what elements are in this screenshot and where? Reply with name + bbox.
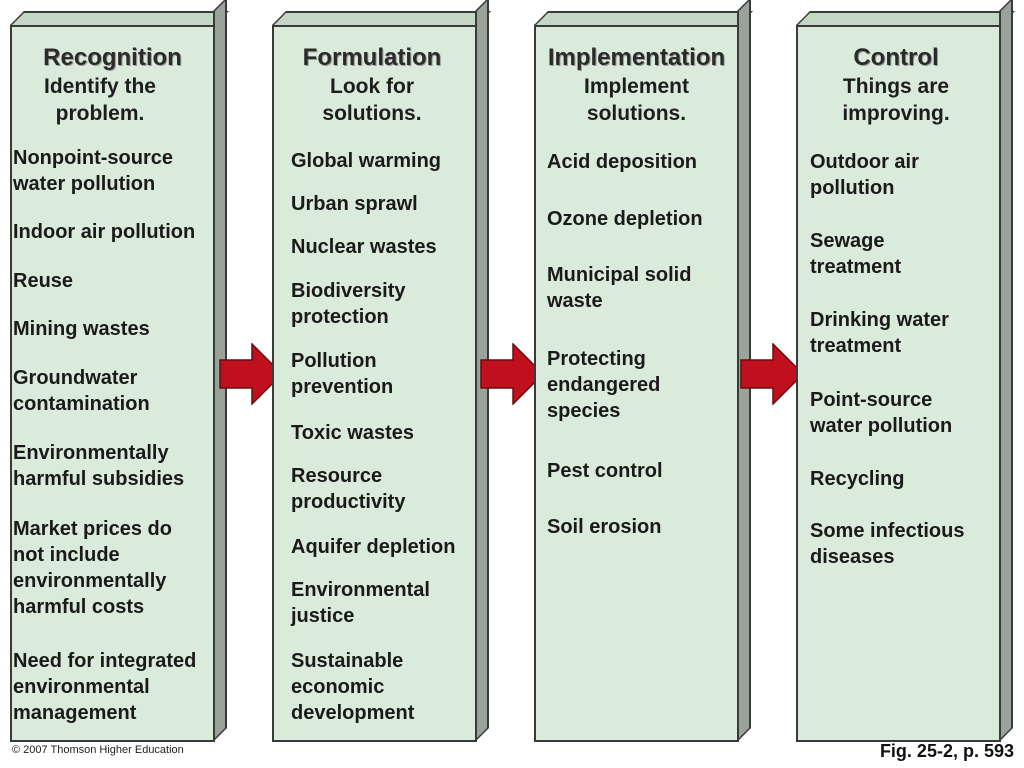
implementation-item: Ozone depletion bbox=[547, 208, 703, 230]
column-subtitle-control: Things are improving. bbox=[842, 75, 950, 125]
implementation-item: Soil erosion bbox=[547, 516, 662, 538]
formulation-item: Urban sprawl bbox=[291, 193, 418, 215]
formulation-item: Resource productivity bbox=[291, 465, 406, 513]
formulation-item: Toxic wastes bbox=[291, 422, 415, 444]
recognition-item: Market prices do not include environment… bbox=[13, 518, 172, 618]
column-control bbox=[796, 25, 1001, 742]
column-top-control bbox=[796, 11, 1015, 25]
control-item: Sewage treatment bbox=[810, 230, 902, 278]
column-recognition bbox=[10, 25, 215, 742]
control-item: Outdoor air pollution bbox=[810, 151, 919, 199]
implementation-item: Municipal solid waste bbox=[547, 264, 692, 312]
column-implementation bbox=[534, 25, 739, 742]
formulation-item: Environmental justice bbox=[291, 579, 430, 627]
arrow-implementation-to-control bbox=[740, 343, 805, 405]
formulation-item: Global warming bbox=[291, 150, 442, 172]
recognition-item: Nonpoint-source water pollution bbox=[13, 147, 173, 195]
recognition-item: Need for integrated environmental manage… bbox=[13, 650, 197, 724]
column-subtitle-formulation: Look for solutions. bbox=[322, 75, 422, 125]
column-subtitle-implementation: Implement solutions. bbox=[583, 75, 690, 125]
implementation-item: Pest control bbox=[547, 460, 663, 482]
column-subtitle-recognition: Identify the problem. bbox=[43, 75, 156, 125]
column-title-recognition: Recognition bbox=[43, 44, 182, 71]
control-item: Recycling bbox=[810, 468, 905, 490]
formulation-item: Pollution prevention bbox=[291, 350, 394, 398]
formulation-item: Nuclear wastes bbox=[291, 236, 437, 258]
formulation-item: Aquifer depletion bbox=[291, 536, 456, 558]
column-title-formulation: Formulation bbox=[302, 44, 442, 71]
formulation-item: Biodiversity protection bbox=[291, 280, 406, 328]
recognition-item: Reuse bbox=[13, 270, 74, 292]
control-item: Some infectious diseases bbox=[810, 520, 965, 568]
control-item: Point-source water pollution bbox=[810, 389, 953, 437]
column-top-formulation bbox=[272, 11, 491, 25]
recognition-item: Indoor air pollution bbox=[13, 221, 196, 243]
arrow-formulation-to-implementation bbox=[480, 343, 545, 405]
control-item: Drinking water treatment bbox=[810, 309, 949, 357]
column-title-control: Control bbox=[853, 44, 939, 71]
implementation-item: Protecting endangered species bbox=[547, 348, 661, 422]
recognition-item: Mining wastes bbox=[13, 318, 150, 340]
recognition-item: Environmentally harmful subsidies bbox=[13, 442, 185, 490]
column-top-implementation bbox=[534, 11, 753, 25]
formulation-item: Sustainable economic development bbox=[291, 650, 415, 724]
arrow-recognition-to-formulation bbox=[219, 343, 284, 405]
implementation-item: Acid deposition bbox=[547, 151, 697, 173]
copyright-text: © 2007 Thomson Higher Education bbox=[12, 744, 184, 756]
column-side-control bbox=[999, 0, 1013, 742]
column-formulation bbox=[272, 25, 477, 742]
column-top-recognition bbox=[10, 11, 229, 25]
column-title-implementation: Implementation bbox=[547, 44, 726, 71]
figure-reference: Fig. 25-2, p. 593 bbox=[879, 741, 1014, 761]
recognition-item: Groundwater contamination bbox=[13, 367, 150, 415]
